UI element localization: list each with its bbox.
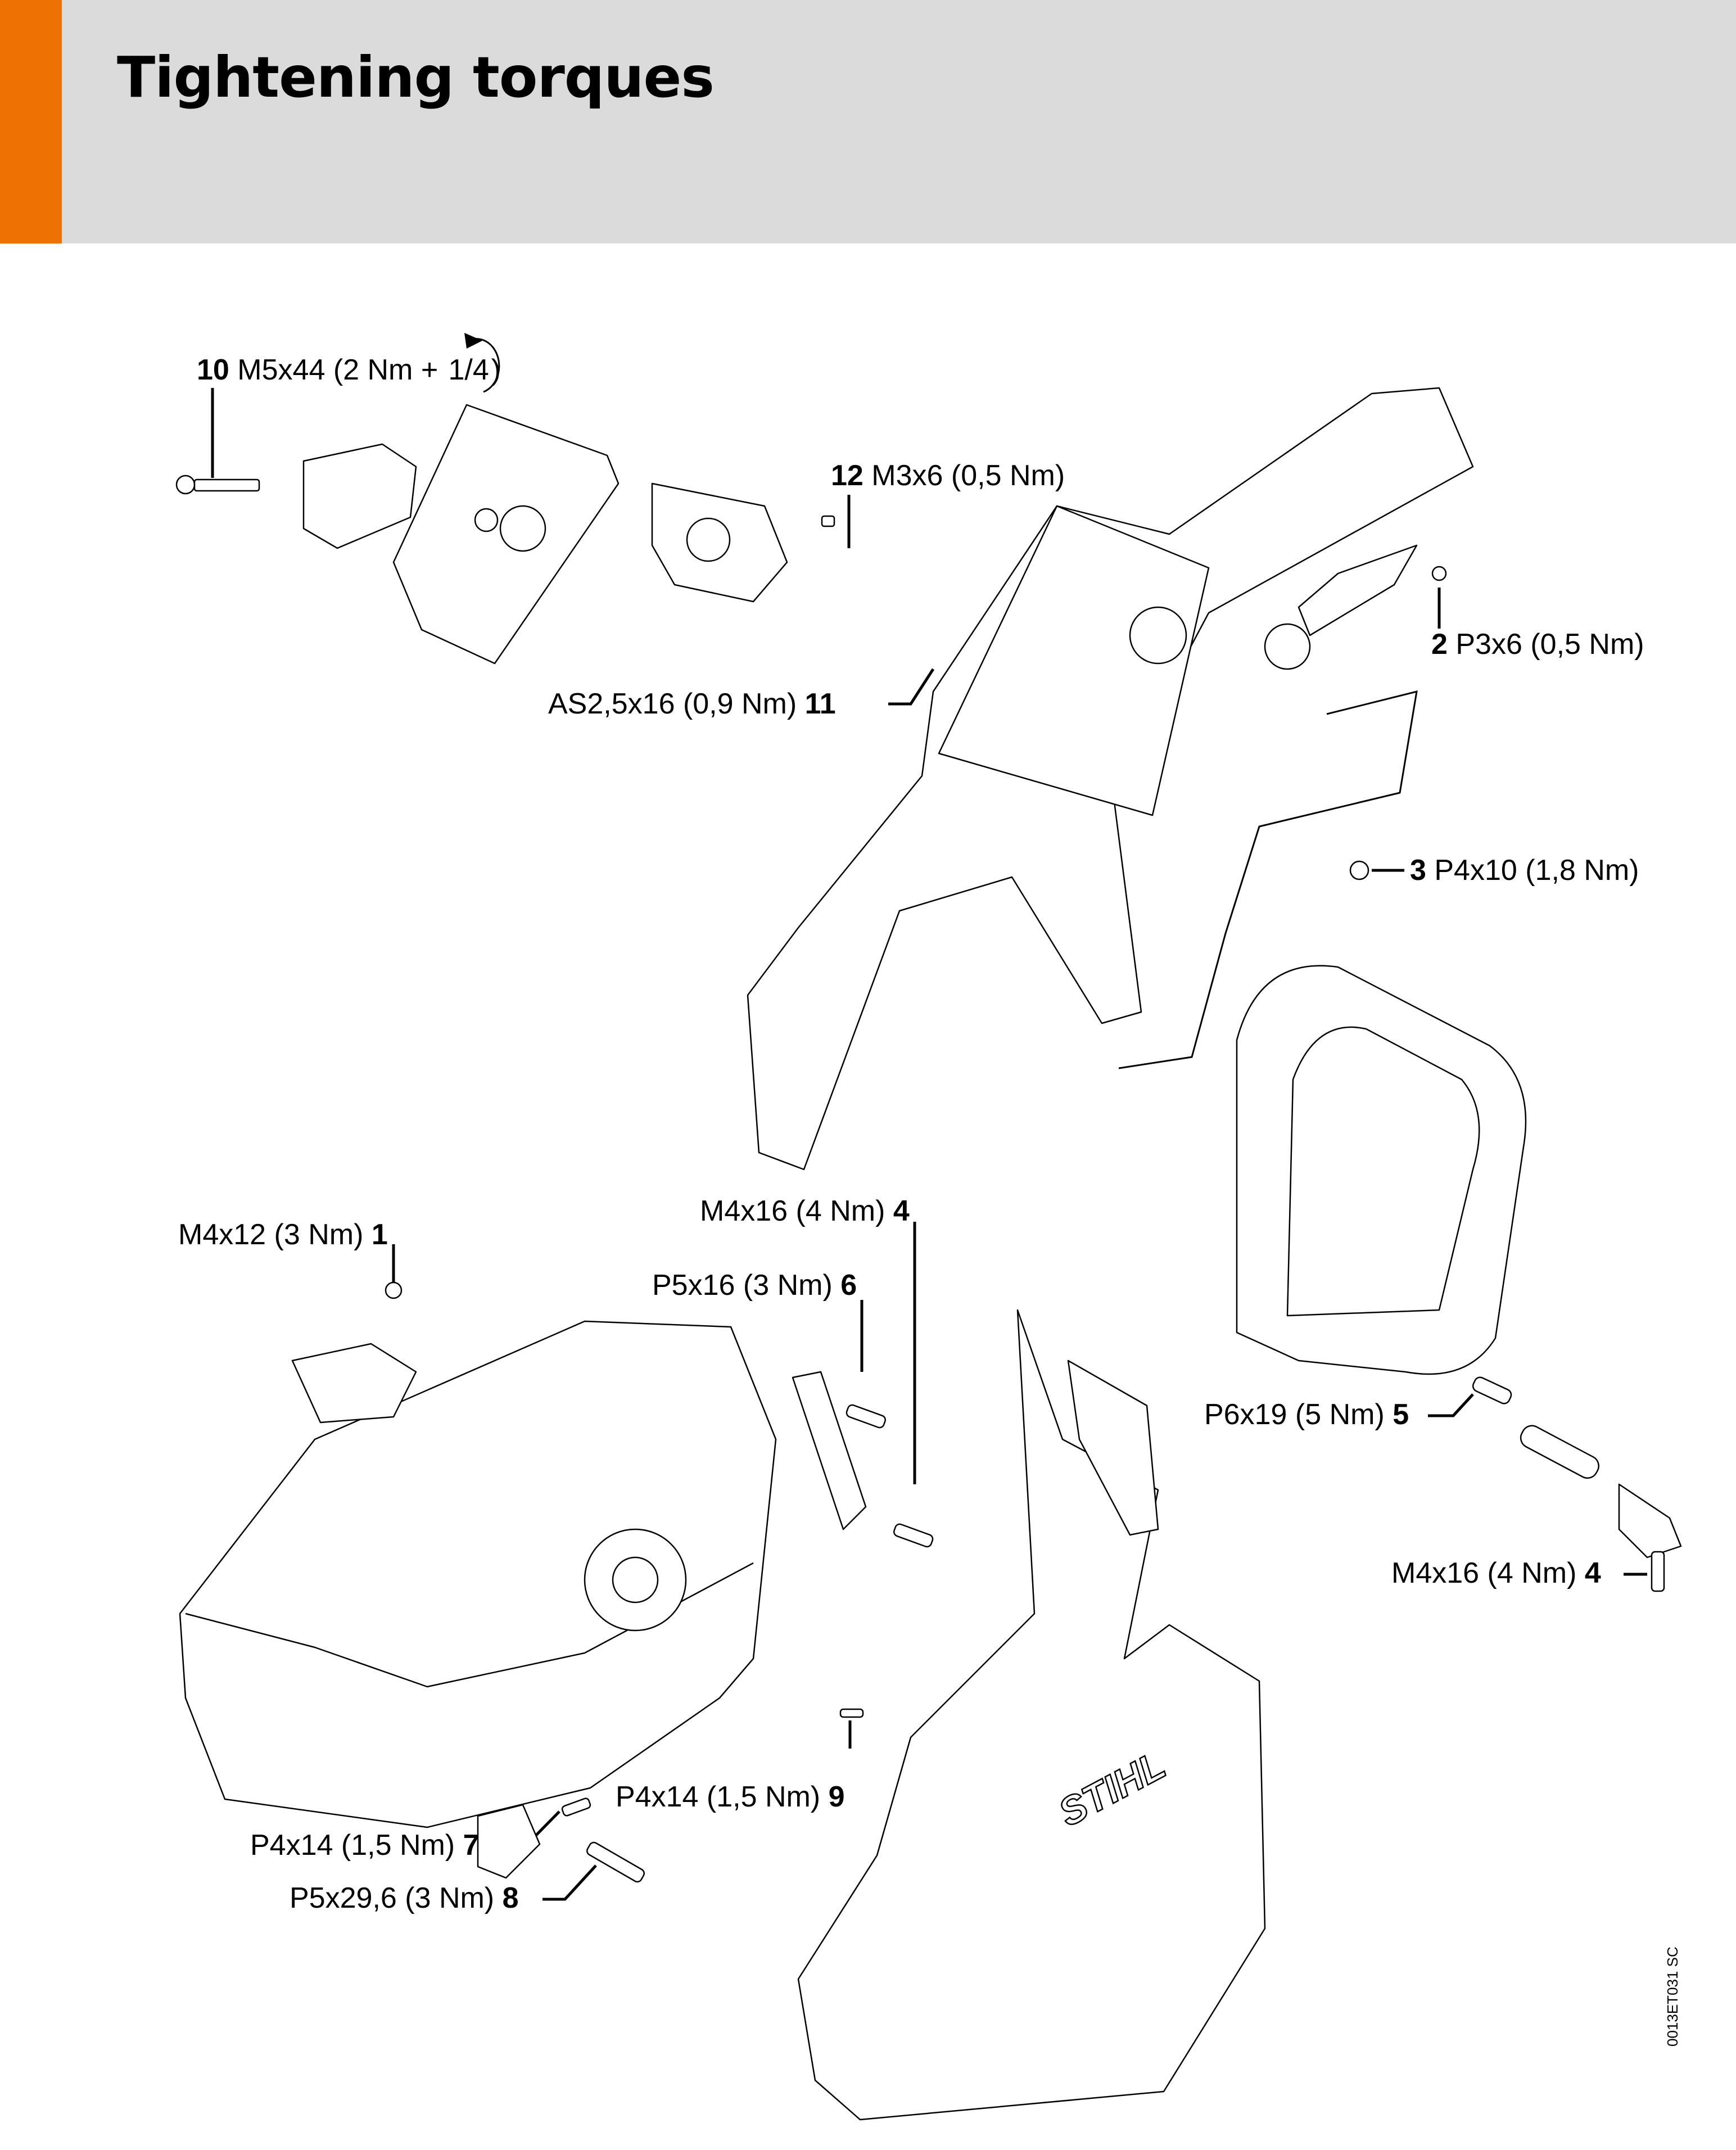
screw-4a-icon [893, 1523, 934, 1548]
accent-bar [0, 0, 62, 243]
screw-6-icon [846, 1404, 886, 1429]
screw-4b-icon [1651, 1551, 1665, 1592]
engine-crankcase-icon [179, 1320, 777, 1828]
callout-7: P4x14 (1,5 Nm) 7 [250, 1829, 480, 1862]
callout-10: 10 M5x44 (2 Nm + 1/4) [197, 354, 501, 386]
callout-5: P6x19 (5 Nm) 5 [1204, 1398, 1409, 1431]
buffer-spring-icon [1520, 1425, 1599, 1479]
screw-3-icon [1349, 860, 1369, 880]
callout-12: 12 M3x6 (0,5 Nm) [831, 459, 1065, 492]
callout-9: P4x14 (1,5 Nm) 9 [616, 1781, 845, 1813]
leader-line-8 [542, 1864, 597, 1901]
rotate-clockwise-icon [464, 333, 500, 393]
screw-10-icon [175, 475, 260, 495]
throttle-cable-icon [1118, 690, 1418, 1069]
reference-code: 0013ET031 SC [1664, 1946, 1681, 2047]
callout-2: 2 P3x6 (0,5 Nm) [1431, 628, 1644, 661]
callout-6: P5x16 (3 Nm) 6 [652, 1269, 857, 1302]
air-filter-icon [302, 443, 417, 549]
leader-line-11 [888, 668, 935, 706]
screw-1-icon [385, 1281, 403, 1299]
screw-9-icon [839, 1708, 864, 1718]
page-title: Tightening torques [117, 44, 715, 110]
rotation-fraction: 1/4 [448, 354, 489, 386]
callout-4-lower: M4x16 (4 Nm) 4 [1391, 1557, 1601, 1589]
callout-1: M4x12 (3 Nm) 1 [178, 1218, 388, 1251]
chain-tensioner-icon [792, 1371, 867, 1530]
spring-mount-icon [1618, 1483, 1682, 1559]
screw-12-icon [821, 515, 835, 527]
screw-2-icon [1431, 566, 1447, 581]
bearing-plate-icon [477, 1804, 541, 1879]
sprocket-cover-icon [797, 1309, 1266, 2121]
callout-4-upper: M4x16 (4 Nm) 4 [700, 1195, 910, 1227]
page-header: Tightening torques [0, 0, 1736, 243]
callout-3: 3 P4x10 (1,8 Nm) [1410, 854, 1639, 887]
callout-8: P5x29,6 (3 Nm) 8 [290, 1882, 519, 1914]
screw-5-icon [1472, 1376, 1512, 1404]
leader-line-5 [1428, 1393, 1474, 1417]
screw-8-icon [586, 1841, 645, 1883]
screw-7-icon [561, 1797, 591, 1817]
bracket-icon [1298, 544, 1418, 636]
flange-icon [291, 1343, 417, 1424]
callout-11: AS2,5x16 (0,9 Nm) 11 [548, 688, 836, 720]
